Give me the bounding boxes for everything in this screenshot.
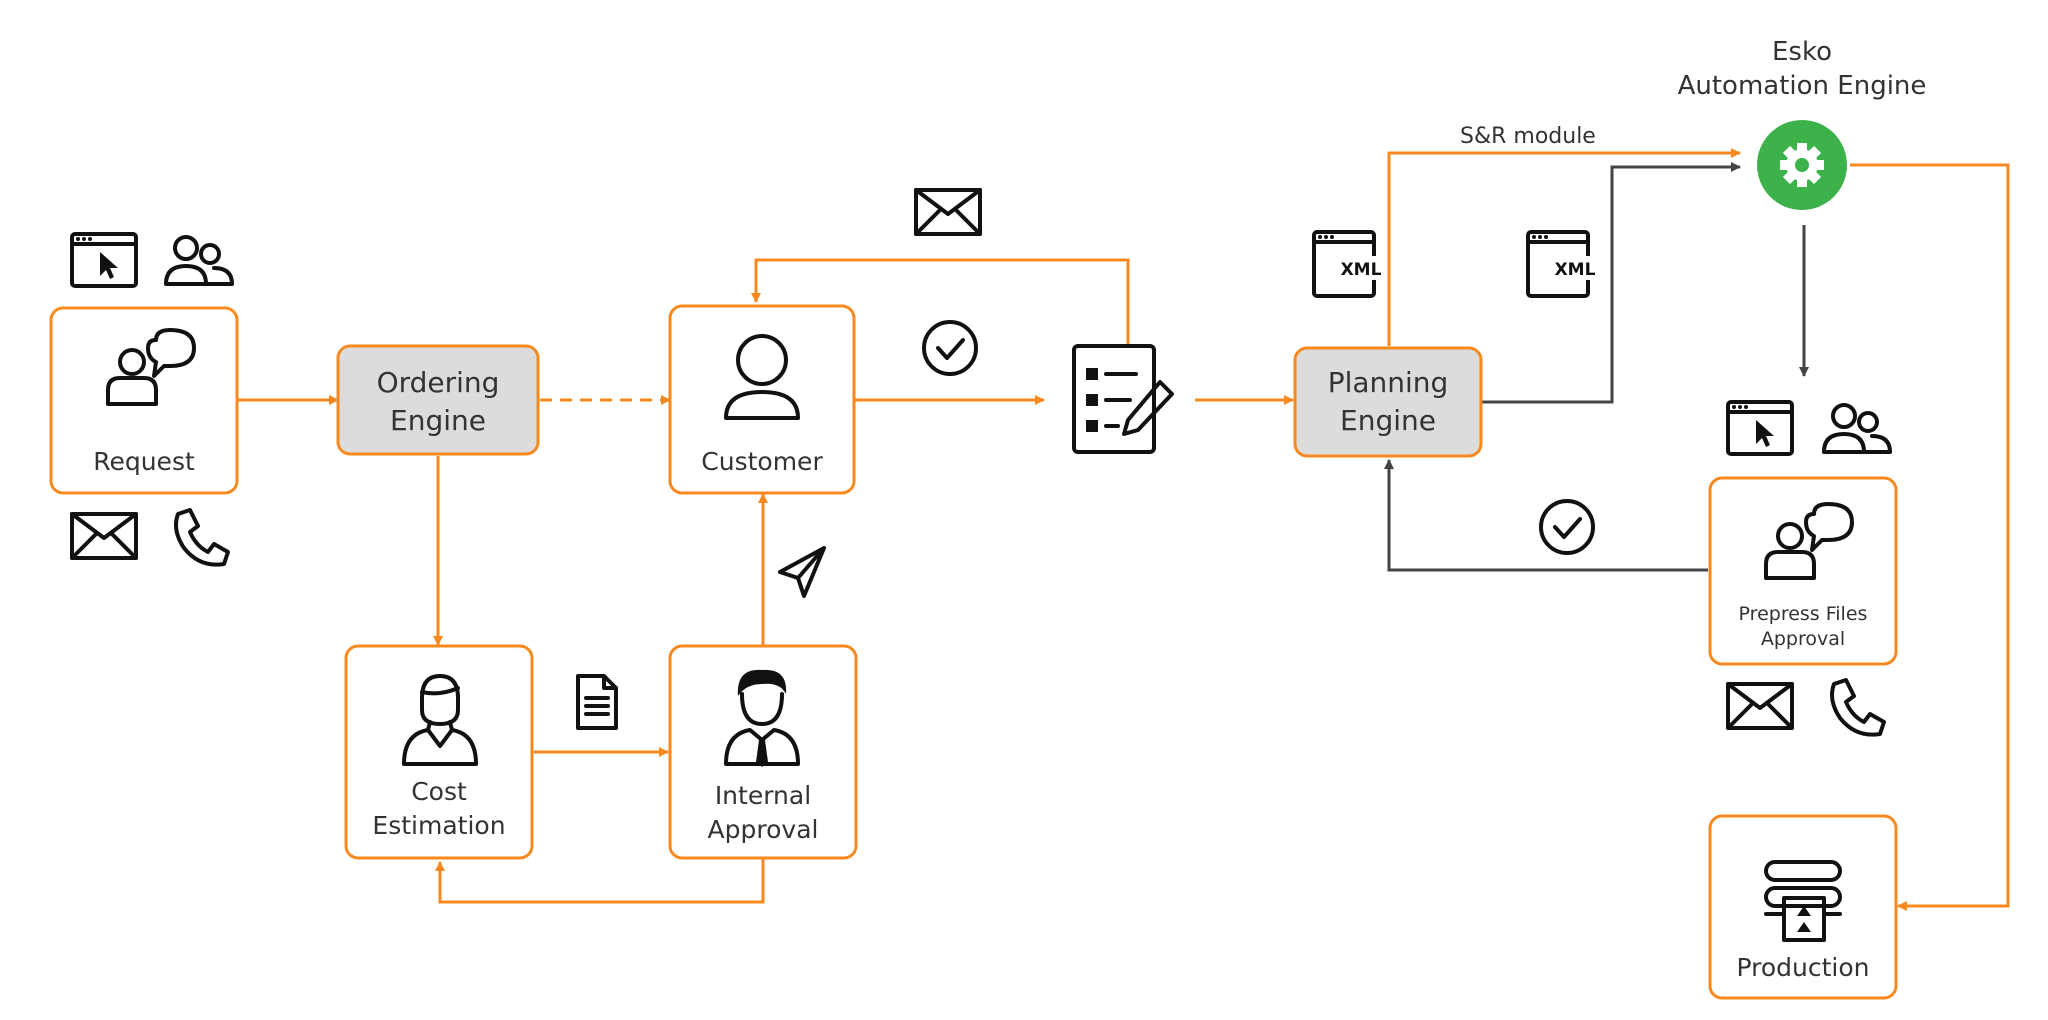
man-tie-icon bbox=[724, 669, 800, 767]
edge-planning-esko-sr bbox=[1387, 148, 1741, 346]
xml-badge: XML bbox=[1341, 260, 1382, 280]
internal-approval-label-line2: Approval bbox=[708, 815, 819, 844]
phone-icon bbox=[1830, 678, 1886, 737]
node-prepress-files-approval: Prepress Files Approval bbox=[1708, 476, 1898, 666]
node-production: Production bbox=[1708, 814, 1898, 1000]
printing-press-icon bbox=[1764, 860, 1842, 942]
prepress-label-line2: Approval bbox=[1761, 628, 1845, 650]
browser-cursor-icon bbox=[1726, 400, 1794, 456]
envelope-icon bbox=[1726, 682, 1794, 730]
node-ordering-engine: Ordering Engine bbox=[336, 344, 540, 456]
edge-planning-esko bbox=[1482, 162, 1741, 404]
browser-cursor-icon bbox=[70, 232, 138, 288]
node-planning-engine: Planning Engine bbox=[1293, 346, 1483, 458]
envelope-icon bbox=[70, 512, 138, 560]
edges: S&R module bbox=[238, 124, 2010, 911]
envelope-icon bbox=[914, 188, 982, 236]
phone-icon bbox=[174, 508, 230, 567]
ordering-engine-label-line2: Engine bbox=[390, 404, 486, 437]
ordering-engine-label-line1: Ordering bbox=[377, 366, 500, 399]
production-label: Production bbox=[1736, 953, 1869, 982]
paper-plane-icon bbox=[778, 546, 826, 598]
document-icon bbox=[576, 674, 618, 730]
person-speech-icon bbox=[1764, 502, 1854, 580]
internal-approval-label-line1: Internal bbox=[715, 781, 811, 810]
node-customer: Customer bbox=[668, 304, 856, 495]
user-icon bbox=[724, 334, 800, 420]
esko-automation-engine: Esko Automation Engine bbox=[1678, 37, 1927, 210]
request-label: Request bbox=[93, 447, 195, 476]
sr-module-label: S&R module bbox=[1460, 124, 1596, 149]
xml-file-icon: XML bbox=[1312, 230, 1384, 298]
esko-title-line2: Automation Engine bbox=[1678, 71, 1927, 101]
check-circle-icon bbox=[1539, 499, 1595, 555]
node-cost-estimation: Cost Estimation bbox=[344, 644, 534, 860]
person-speech-icon bbox=[106, 328, 196, 406]
gear-icon bbox=[1780, 143, 1824, 187]
node-request: Request bbox=[49, 306, 239, 495]
planning-engine-label-line1: Planning bbox=[1328, 366, 1449, 399]
esko-title-line1: Esko bbox=[1772, 37, 1832, 67]
xml-badge: XML bbox=[1555, 260, 1596, 280]
edge-esko-production bbox=[1850, 163, 2010, 911]
edge-internal-cost-loop bbox=[435, 858, 765, 904]
cost-estimation-label-line2: Estimation bbox=[372, 811, 505, 840]
checklist-edit-icon bbox=[1072, 344, 1174, 454]
edge-checklist-customer-email bbox=[751, 258, 1130, 346]
woman-icon bbox=[402, 674, 478, 766]
planning-engine-label-line2: Engine bbox=[1340, 404, 1436, 437]
xml-file-icon: XML bbox=[1526, 230, 1598, 298]
edge-prepress-planning bbox=[1384, 459, 1708, 572]
check-circle-icon bbox=[922, 320, 978, 376]
users-icon bbox=[164, 235, 234, 286]
users-icon bbox=[1822, 403, 1892, 454]
prepress-label-line1: Prepress Files bbox=[1739, 603, 1868, 625]
customer-label: Customer bbox=[701, 447, 823, 476]
node-internal-approval: Internal Approval bbox=[668, 644, 858, 860]
cost-estimation-label-line1: Cost bbox=[411, 777, 467, 806]
